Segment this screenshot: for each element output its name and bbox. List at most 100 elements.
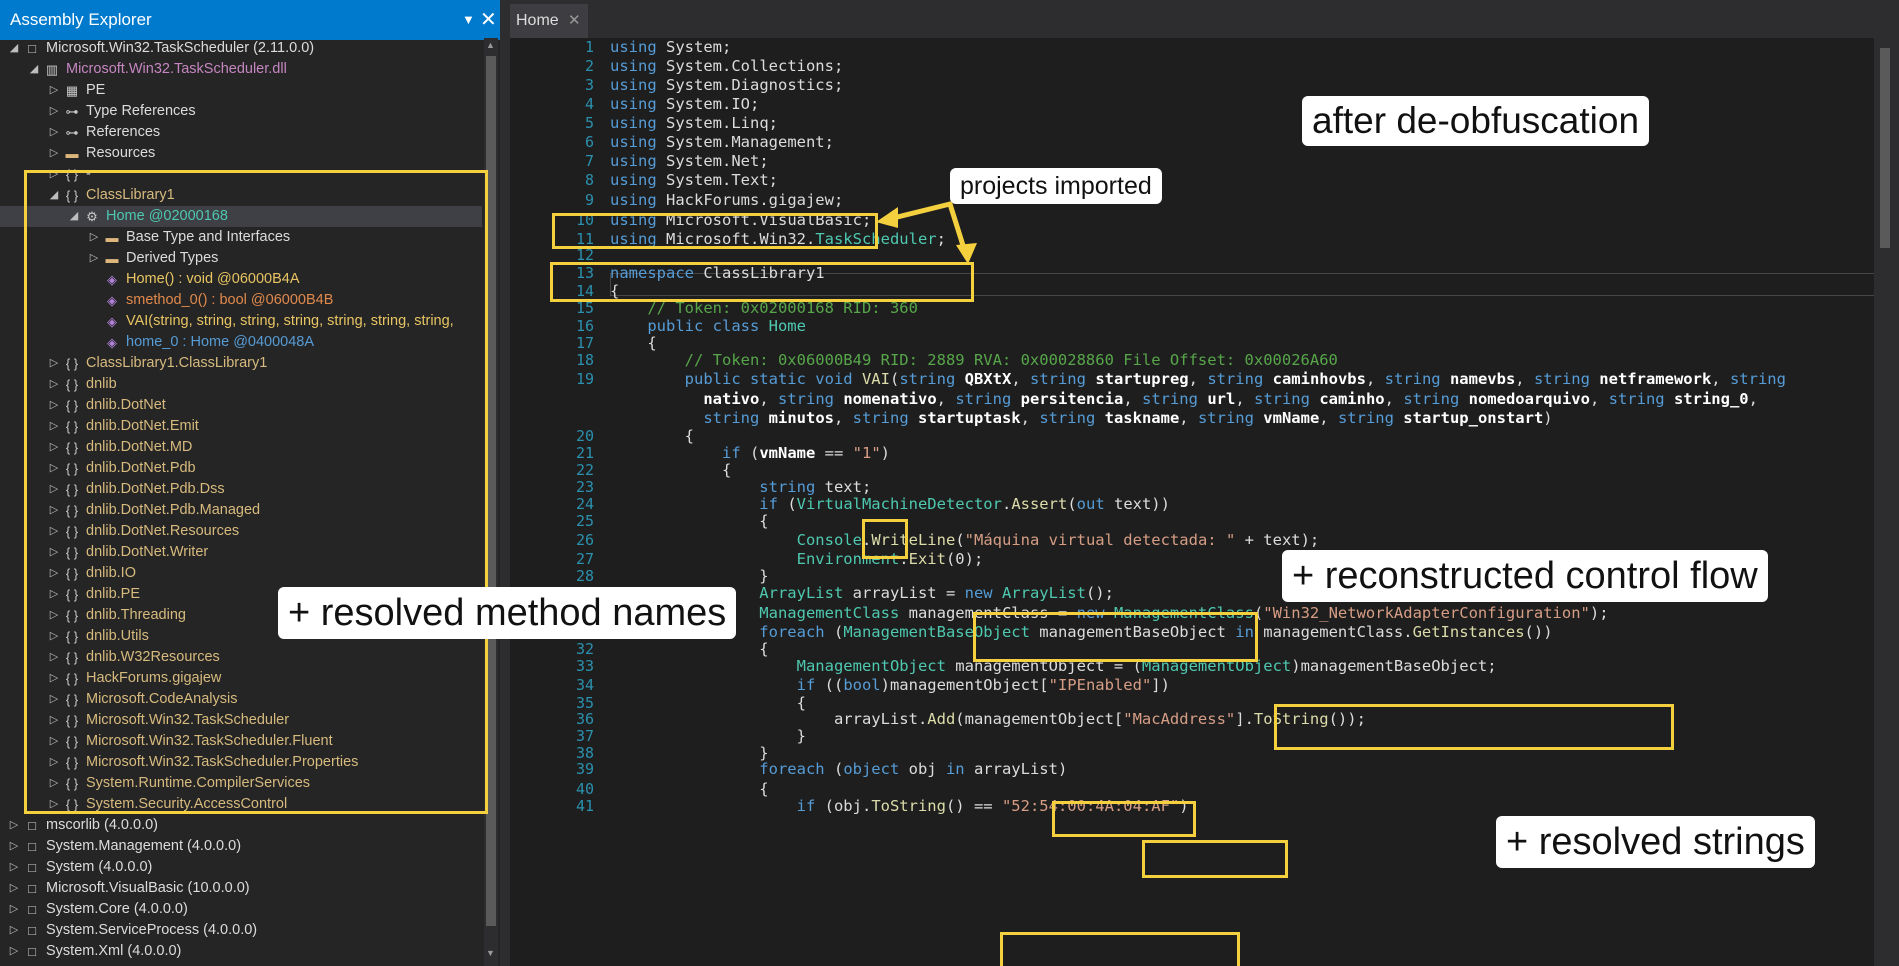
scrollbar-thumb[interactable] [486,56,496,926]
code-token: , [833,409,853,427]
expanded-arrow-icon[interactable]: ◢ [49,189,59,201]
tree-node[interactable]: ▷□System (4.0.0.0) [0,857,482,878]
code-token: "MacAddress" [1123,710,1236,728]
tree-node[interactable]: ◢{ }ClassLibrary1 [0,185,482,206]
tree-node[interactable]: ▷□mscorlib (4.0.0.0) [0,815,482,836]
expanded-arrow-icon[interactable]: ◢ [69,210,79,222]
tree-node[interactable]: ▷{ }dnlib.DotNet.MD [0,437,482,458]
collapsed-arrow-icon[interactable]: ▷ [49,609,59,621]
tree-node[interactable]: ▷{ }Microsoft.CodeAnalysis [0,689,482,710]
collapsed-arrow-icon[interactable]: ▷ [49,84,59,96]
tree-node[interactable]: ▷▬Derived Types [0,248,482,269]
tab-home[interactable]: Home ✕ [510,4,588,38]
tree-node[interactable]: ◢⚙Home @02000168 [0,206,482,227]
tree-node[interactable]: ▷{ }Microsoft.Win32.TaskScheduler.Fluent [0,731,482,752]
collapsed-arrow-icon[interactable]: ▷ [49,777,59,789]
collapsed-arrow-icon[interactable]: ▷ [89,252,99,264]
collapsed-arrow-icon[interactable]: ▷ [49,357,59,369]
tree-node[interactable]: ▷{ }ClassLibrary1.ClassLibrary1 [0,353,482,374]
collapsed-arrow-icon[interactable]: ▷ [49,672,59,684]
collapsed-arrow-icon[interactable]: ▷ [49,147,59,159]
collapsed-arrow-icon[interactable]: ▷ [49,105,59,117]
collapsed-arrow-icon[interactable]: ▷ [49,714,59,726]
scrollbar-thumb[interactable] [1880,48,1890,248]
editor-scrollbar[interactable] [1874,38,1899,966]
tree-node[interactable]: ▷▦PE [0,80,482,101]
collapsed-arrow-icon[interactable]: ▷ [49,798,59,810]
tree-node-label: dnlib.DotNet.Emit [86,418,199,434]
tree-node[interactable]: ▷□System.Core (4.0.0.0) [0,899,482,920]
collapsed-arrow-icon[interactable]: ▷ [49,693,59,705]
code-line: public static void VAI(string QBXtX, str… [610,370,1786,388]
collapsed-arrow-icon[interactable]: ▷ [9,903,19,915]
tree-node[interactable]: ▷▬Base Type and Interfaces [0,227,482,248]
scroll-up-icon[interactable]: ▲ [486,40,495,50]
collapsed-arrow-icon[interactable]: ▷ [49,462,59,474]
tree-node[interactable]: ▷{ }dnlib.DotNet.Pdb.Dss [0,479,482,500]
tree-node[interactable]: ▷{ }dnlib.DotNet.Emit [0,416,482,437]
tree-node[interactable]: ▷{ }dnlib.DotNet.Pdb [0,458,482,479]
panel-splitter[interactable] [500,0,510,966]
tree-node[interactable]: ▷{ }HackForums.gigajew [0,668,482,689]
collapsed-arrow-icon[interactable]: ▷ [49,168,59,180]
tree-node[interactable]: ▷{ }dnlib.DotNet [0,395,482,416]
collapsed-arrow-icon[interactable]: ▷ [9,945,19,957]
collapsed-arrow-icon[interactable]: ▷ [49,420,59,432]
collapsed-arrow-icon[interactable]: ▷ [9,840,19,852]
tree-node[interactable]: ▷{ }dnlib.IO [0,563,482,584]
tree-node[interactable]: ◢□Microsoft.Win32.TaskScheduler (2.11.0.… [0,38,482,59]
tree-node[interactable]: ▷{ }Microsoft.Win32.TaskScheduler [0,710,482,731]
collapsed-arrow-icon[interactable]: ▷ [9,924,19,936]
tree-node[interactable]: ▷{ }dnlib.DotNet.Resources [0,521,482,542]
collapsed-arrow-icon[interactable]: ▷ [49,504,59,516]
collapsed-arrow-icon[interactable]: ▷ [49,588,59,600]
tree-node[interactable]: ▷{ }dnlib [0,374,482,395]
panel-menu-dropdown-icon[interactable]: ▼ [462,12,475,27]
tab-close-icon[interactable]: ✕ [568,12,581,29]
tree-node[interactable]: ▷⊶Type References [0,101,482,122]
tree-node[interactable]: ▷□System.ServiceProcess (4.0.0.0) [0,920,482,941]
collapsed-arrow-icon[interactable]: ▷ [49,378,59,390]
code-token: . [899,550,909,568]
tree-node[interactable]: ◈smethod_0() : bool @06000B4B [0,290,482,311]
collapsed-arrow-icon[interactable]: ▷ [9,882,19,894]
tree-node[interactable]: ▷□Microsoft.VisualBasic (10.0.0.0) [0,878,482,899]
tree-node-label: System.Core (4.0.0.0) [46,901,188,917]
collapsed-arrow-icon[interactable]: ▷ [49,441,59,453]
collapsed-arrow-icon[interactable]: ▷ [9,861,19,873]
tree-node[interactable]: ▷▬Resources [0,143,482,164]
collapsed-arrow-icon[interactable]: ▷ [49,630,59,642]
collapsed-arrow-icon[interactable]: ▷ [49,756,59,768]
tree-node[interactable]: ▷□System.Xml (4.0.0.0) [0,941,482,962]
expanded-arrow-icon[interactable]: ◢ [29,63,39,75]
expanded-arrow-icon[interactable]: ◢ [9,42,19,54]
tree-node[interactable]: ▷{ }dnlib.DotNet.Writer [0,542,482,563]
collapsed-arrow-icon[interactable]: ▷ [89,231,99,243]
collapsed-arrow-icon[interactable]: ▷ [49,567,59,579]
tree-node[interactable]: ◈VAI(string, string, string, string, str… [0,311,482,332]
scroll-down-icon[interactable]: ▼ [486,948,495,958]
collapsed-arrow-icon[interactable]: ▷ [49,525,59,537]
tree-node[interactable]: ▷{ }Microsoft.Win32.TaskScheduler.Proper… [0,752,482,773]
tree-node[interactable]: ▷{ }dnlib.Utils [0,626,482,647]
tree-node[interactable]: ◈Home() : void @06000B4A [0,269,482,290]
collapsed-arrow-icon[interactable]: ▷ [9,819,19,831]
collapsed-arrow-icon[interactable]: ▷ [49,735,59,747]
tree-node[interactable]: ▷⊶References [0,122,482,143]
tree-node[interactable]: ▷{ }dnlib.Threading [0,605,482,626]
collapsed-arrow-icon[interactable]: ▷ [49,651,59,663]
collapsed-arrow-icon[interactable]: ▷ [49,399,59,411]
collapsed-arrow-icon[interactable]: ▷ [49,483,59,495]
tree-node[interactable]: ▷{ }dnlib.W32Resources [0,647,482,668]
panel-close-icon[interactable]: ✕ [480,9,497,31]
tree-node[interactable]: ▷{ }System.Security.AccessControl [0,794,482,815]
tree-node[interactable]: ◢▥Microsoft.Win32.TaskScheduler.dll [0,59,482,80]
tree-node[interactable]: ▷□System.Management (4.0.0.0) [0,836,482,857]
tree-node[interactable]: ◈home_0 : Home @0400048A [0,332,482,353]
tree-node[interactable]: ▷{ }System.Runtime.CompilerServices [0,773,482,794]
collapsed-arrow-icon[interactable]: ▷ [49,126,59,138]
tree-node[interactable]: ▷{ }dnlib.DotNet.Pdb.Managed [0,500,482,521]
collapsed-arrow-icon[interactable]: ▷ [49,546,59,558]
tree-node[interactable]: ▷{ }dnlib.PE [0,584,482,605]
